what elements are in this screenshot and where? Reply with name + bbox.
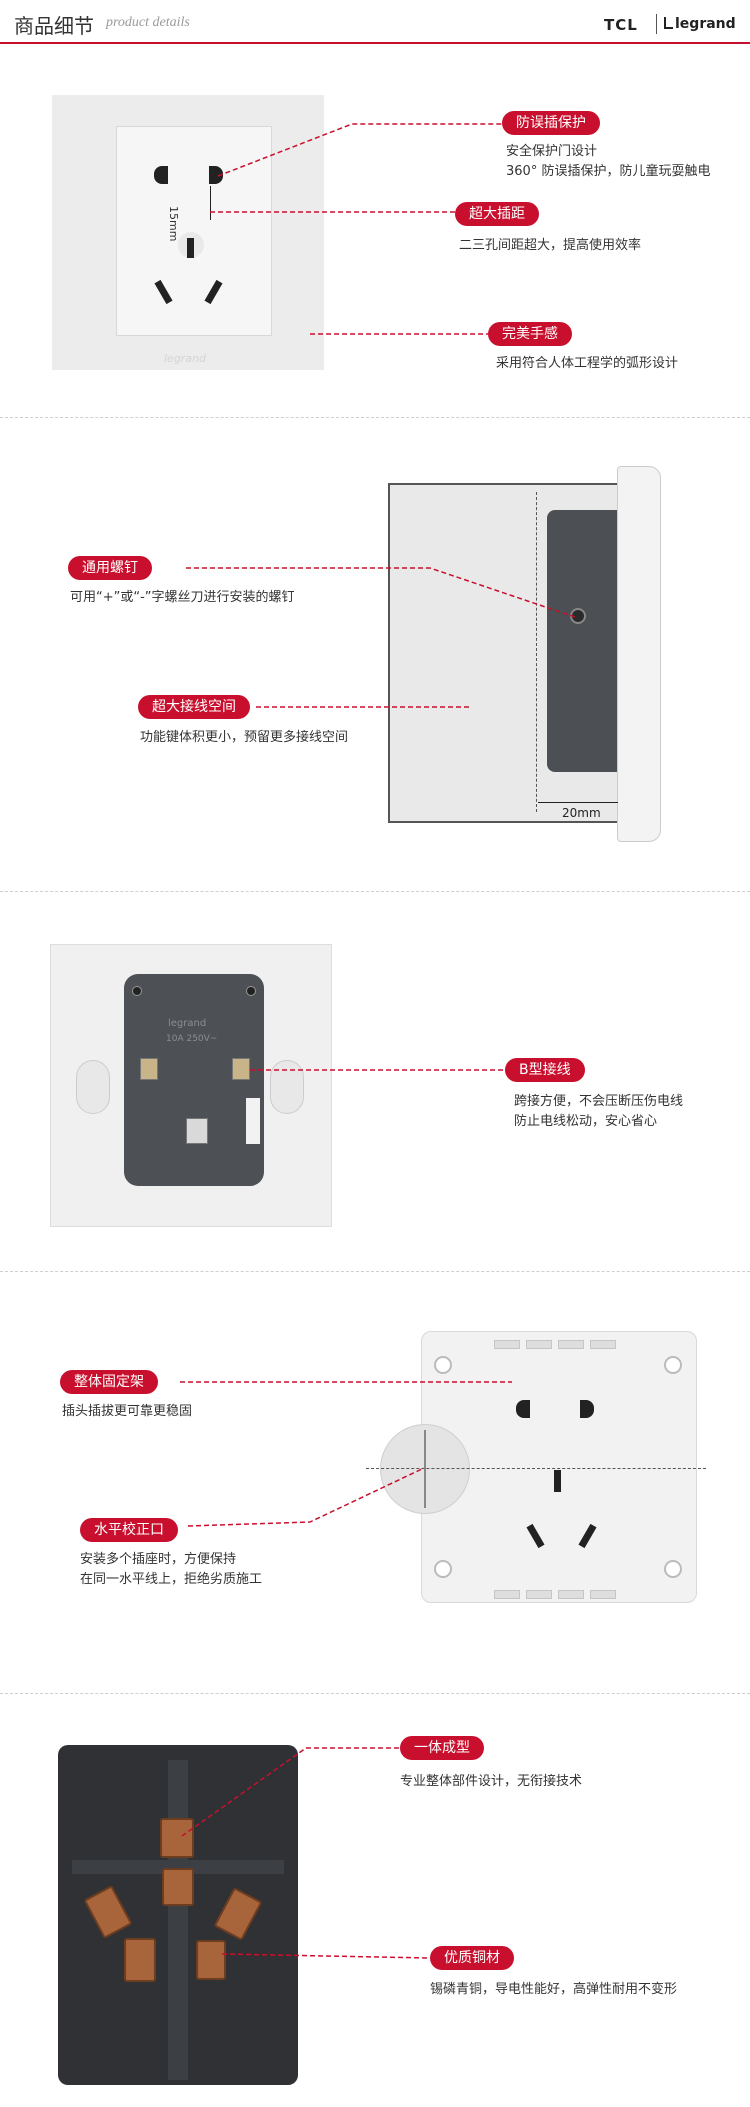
vent-slot (590, 1340, 616, 1349)
tag-quality-copper: 优质铜材 (430, 1946, 514, 1970)
vent-slot (590, 1590, 616, 1599)
leader-lines-s2 (186, 567, 579, 708)
leader-lines-s3 (250, 1069, 505, 1071)
vent-slot (526, 1590, 552, 1599)
tag-large-wiring-space: 超大接线空间 (138, 695, 250, 719)
desc-b-type-wiring-2: 防止电线松动，安心省心 (514, 1114, 658, 1129)
terminal-left (140, 1058, 158, 1080)
two-pin-left-hole (154, 166, 168, 184)
copper-contact (160, 1818, 194, 1858)
dimension-label-20mm: 20mm (562, 806, 601, 820)
desc-large-wiring-space: 功能键体积更小，预留更多接线空间 (140, 730, 349, 745)
copper-contact (162, 1868, 194, 1906)
earth-pin-hole (187, 238, 194, 258)
wall-surface-line (536, 492, 537, 812)
brand-separator (656, 14, 657, 34)
page-header: 商品细节 product details TCL legrand (0, 0, 750, 46)
tag-large-pin-spacing: 超大插距 (455, 202, 539, 226)
leader-lines-s4 (180, 1381, 512, 1527)
desc-large-pin-spacing: 二三孔间距超大，提高使用效率 (459, 238, 642, 253)
desc-level-notch-2: 在同一水平线上，拒绝劣质施工 (80, 1572, 263, 1587)
desc-anti-misinsertion-2: 360° 防误插保护，防儿童玩耍触电 (506, 164, 711, 179)
socket-body-side (547, 510, 629, 772)
socket-plate-side (617, 466, 661, 842)
leader-lines-s5 (181, 1747, 431, 1959)
brand-tcl-logo: TCL (604, 16, 638, 34)
leader-lines-s1 (210, 123, 502, 335)
frame-two-pin-right (580, 1400, 594, 1418)
header-rule (0, 42, 750, 44)
tag-anti-misinsertion: 防误插保护 (502, 111, 600, 135)
desc-anti-misinsertion-1: 安全保护门设计 (506, 144, 598, 159)
vent-slot (526, 1340, 552, 1349)
terminal-earth (186, 1118, 208, 1144)
section-divider-2 (0, 891, 750, 892)
desc-universal-screw: 可用“+”或“-”字螺丝刀进行安装的螺钉 (70, 590, 295, 605)
brand-legrand-text: legrand (675, 16, 736, 32)
desc-one-piece-molding: 专业整体部件设计，无衔接技术 (400, 1774, 583, 1789)
vent-slot (494, 1340, 520, 1349)
copper-contact (124, 1938, 156, 1982)
product-label-sticker (246, 1098, 260, 1144)
desc-level-notch-1: 安装多个插座时，方便保持 (80, 1552, 237, 1567)
desc-perfect-feel: 采用符合人体工程学的弧形设计 (496, 356, 679, 371)
mount-slot-right (270, 1060, 304, 1114)
socket-back-body (124, 974, 264, 1186)
terminal-right (232, 1058, 250, 1080)
vent-slot (494, 1590, 520, 1599)
vent-slot (558, 1590, 584, 1599)
tag-b-type-wiring: B型接线 (505, 1058, 585, 1082)
page-title: 商品细节 (14, 14, 94, 38)
legrand-mark-icon (664, 17, 673, 29)
body-brand-text: legrand (168, 1018, 207, 1029)
frame-screw-hole (664, 1560, 682, 1578)
desc-b-type-wiring-1: 跨接方便，不会压断压伤电线 (514, 1094, 684, 1109)
frame-two-pin-left (516, 1400, 530, 1418)
two-pin-right-hole (209, 166, 223, 184)
back-screw-icon (132, 986, 142, 996)
section-divider-3 (0, 1271, 750, 1272)
copper-contact (196, 1940, 226, 1980)
section-divider-4 (0, 1693, 750, 1694)
dimension-arrow (210, 186, 211, 220)
dimension-arrow-20mm (538, 802, 618, 803)
plate-logo: legrand (164, 352, 207, 365)
internal-rib-horizontal (72, 1860, 284, 1874)
vent-slot (558, 1340, 584, 1349)
back-screw-icon (246, 986, 256, 996)
tag-level-notch: 水平校正口 (80, 1518, 178, 1542)
tag-integral-frame: 整体固定架 (60, 1370, 158, 1394)
frame-screw-hole (664, 1356, 682, 1374)
brand-legrand-logo: legrand (664, 16, 736, 32)
section-divider-1 (0, 417, 750, 418)
frame-earth-hole (554, 1470, 561, 1492)
desc-quality-copper: 锡磷青铜，导电性能好，高弹性耐用不变形 (430, 1982, 678, 1997)
tag-perfect-feel: 完美手感 (488, 322, 572, 346)
level-notch-mark (424, 1430, 426, 1508)
frame-screw-hole (434, 1560, 452, 1578)
mount-slot-left (76, 1060, 110, 1114)
page-subtitle: product details (106, 15, 190, 30)
socket-front-face (116, 126, 272, 336)
level-reference-line (366, 1468, 706, 1469)
body-rating-text: 10A 250V~ (166, 1034, 218, 1044)
tag-one-piece-molding: 一体成型 (400, 1736, 484, 1760)
desc-integral-frame: 插头插拔更可靠更稳固 (62, 1404, 193, 1419)
frame-screw-hole (434, 1356, 452, 1374)
tag-universal-screw: 通用螺钉 (68, 556, 152, 580)
